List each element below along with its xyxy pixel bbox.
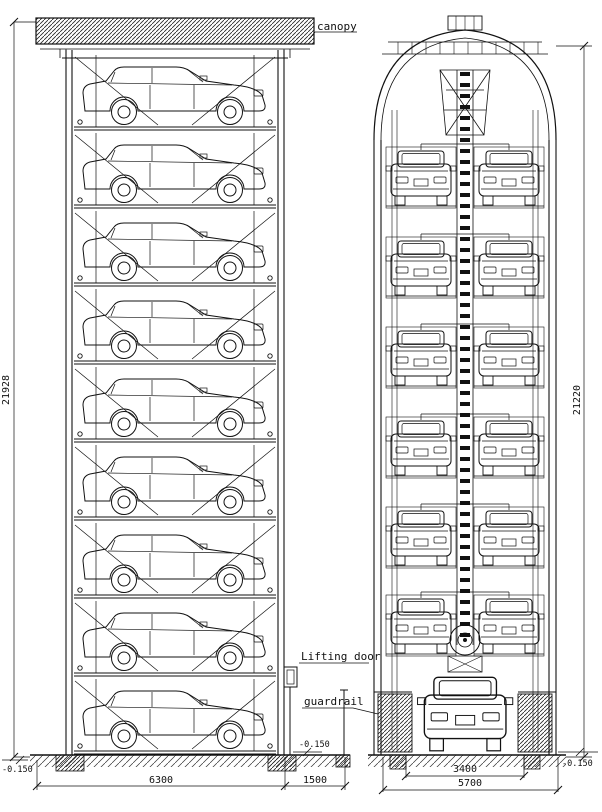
lifting-door-label: Lifting door <box>301 650 381 663</box>
left-height-dimension: 21928 <box>1 17 36 762</box>
parking-level <box>74 601 276 676</box>
lifting-door: Lifting door <box>283 650 381 755</box>
dim-bay-door: 1500 <box>303 775 327 786</box>
dome <box>373 15 557 141</box>
rotary-level <box>386 144 544 208</box>
guardrail-fence: guardrail <box>302 691 556 753</box>
canopy <box>35 17 315 59</box>
parking-level <box>74 523 276 598</box>
left-elevation: canopy Lifting door <box>1 17 381 791</box>
canopy-label: canopy <box>308 20 357 40</box>
drive-unit-top <box>439 69 491 136</box>
datum-left-text: -0.150 <box>2 765 33 775</box>
parking-level <box>74 133 276 208</box>
dim-inner-width: 3400 <box>453 764 477 775</box>
guardrail-label: guardrail <box>304 695 364 708</box>
tower-frame <box>65 50 285 755</box>
ground-right <box>368 754 566 770</box>
bottom-left-dimensions: 6300 1500 <box>32 757 350 791</box>
dim-right-height: 21220 <box>572 385 583 415</box>
dim-outer-width: 5700 <box>458 778 482 789</box>
chain-column <box>456 70 474 645</box>
parking-level <box>74 445 276 520</box>
right-height-dimension: 21220 <box>556 41 592 762</box>
rotary-frame <box>373 110 557 755</box>
drive-unit-bottom <box>447 624 483 673</box>
dim-left-height: 21928 <box>1 375 12 405</box>
ground-car <box>416 676 514 752</box>
datum-left: -0.150 <box>2 755 33 775</box>
datum-right: -0.150 <box>558 747 598 769</box>
parking-level <box>74 211 276 286</box>
datum-door-text: -0.150 <box>299 740 330 750</box>
canopy-label-text: canopy <box>317 20 357 33</box>
bottom-right-dimensions: 3400 5700 <box>378 757 563 795</box>
dim-bay-main: 6300 <box>149 775 173 786</box>
ground-left <box>30 754 351 772</box>
rotary-level <box>386 324 544 388</box>
right-elevation: guardrail 21220 3400 5700 -0.150 <box>302 15 598 795</box>
rotary-level <box>386 234 544 298</box>
datum-door: -0.150 <box>293 740 330 757</box>
parking-level <box>74 679 276 754</box>
parking-levels <box>74 55 276 754</box>
parking-level <box>74 55 276 130</box>
parking-level <box>74 367 276 442</box>
parking-level <box>74 289 276 364</box>
datum-right-text: -0.150 <box>562 759 593 769</box>
